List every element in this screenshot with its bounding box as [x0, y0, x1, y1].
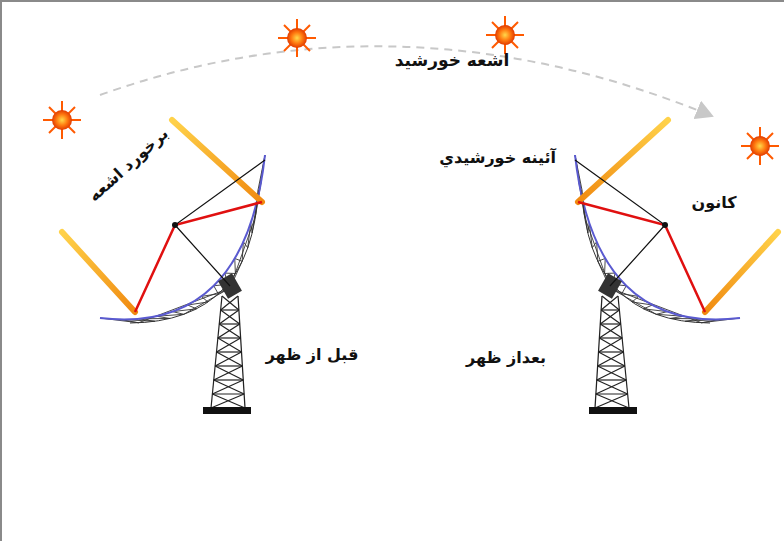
afternoon-label: بعداز ظهر	[466, 348, 546, 367]
morning-label: قبل از ظهر	[266, 345, 359, 364]
sun-rays-label: اشعه خورشید	[395, 50, 510, 70]
mirror-label: آئینه خورشیدي	[439, 148, 556, 167]
ray-impact-label: برخورد اشعه	[84, 124, 172, 205]
focus-label: کانون	[691, 193, 736, 212]
